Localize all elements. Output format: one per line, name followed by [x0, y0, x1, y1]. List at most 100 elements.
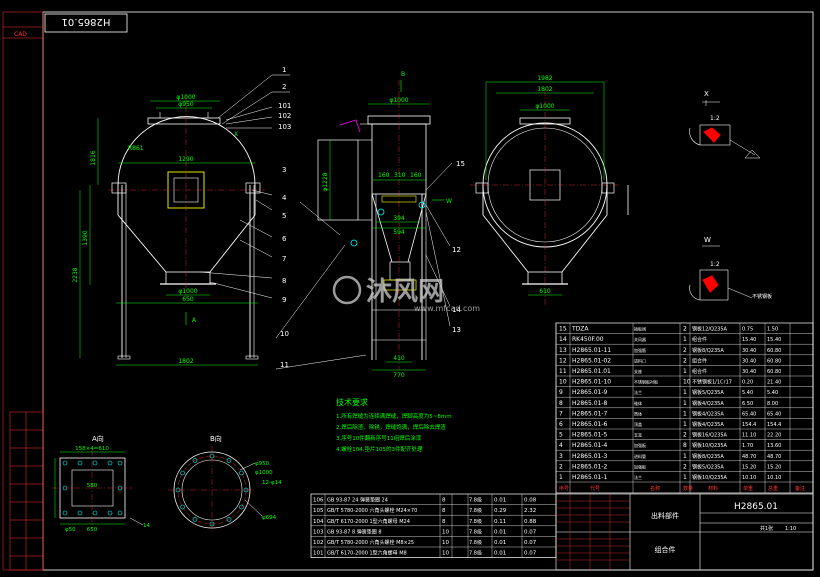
sheet-count: 共1张 — [760, 525, 773, 532]
parts-table-cell: 15.40 — [742, 337, 756, 343]
parts-table-cell: 8 — [683, 442, 687, 449]
bolts-table-cell: 104 — [313, 519, 324, 525]
parts-table-cell: 2 — [683, 347, 687, 354]
assembly-type: 组合件 — [655, 545, 676, 554]
view-arrow-label: W — [446, 198, 452, 205]
bolts-table-cell: 10 — [442, 540, 449, 546]
view-arrow-label: B — [401, 71, 405, 78]
top-flange — [147, 117, 221, 125]
dim-label: 1982 — [537, 75, 552, 82]
dim-label: 1816 — [90, 150, 97, 165]
parts-table-header: 总重 — [768, 485, 778, 492]
title-block-text: 出料部件 H2865.01 组合件 1:10 共1张 — [651, 502, 796, 554]
dim-label: 160 — [378, 172, 390, 179]
dim-label: 1802 — [178, 358, 193, 365]
dim-label: 594 — [393, 229, 405, 236]
dim-label: φ1000 — [389, 97, 408, 104]
part-label: 13 — [452, 326, 461, 334]
parts-table-cell: 加强板 — [634, 442, 646, 448]
dim-label: 650 — [87, 527, 98, 533]
parts-table-cell: 筒体 — [634, 410, 642, 416]
parts-table-header: 备注 — [795, 485, 805, 492]
parts-table-cell: 钢板10/Q235A — [692, 442, 728, 449]
parts-table-cell: 65.40 — [742, 411, 756, 417]
section-label: A向 — [92, 434, 104, 443]
bolts-table-cell: 10 — [442, 529, 449, 535]
parts-table-cell: 4 — [559, 442, 563, 449]
part-label: 8 — [282, 277, 286, 285]
part-label: 1 — [282, 66, 286, 74]
parts-table-cell: 不锈钢板衬板 — [634, 379, 658, 385]
dim-label: φ950 — [178, 101, 194, 108]
parts-table-cell: 2 — [559, 463, 563, 470]
parts-table-cell: 21.40 — [767, 380, 781, 386]
support-lug — [245, 182, 261, 194]
parts-table-cell: 14 — [559, 336, 567, 343]
bolt-hole — [180, 504, 185, 510]
parts-table-cell: 关风器 — [634, 336, 646, 342]
detail-label: W — [704, 236, 711, 244]
bolt-hole — [192, 458, 198, 463]
tech-req-item: 4.螺栓104.垫片105的3件配齐处理 — [336, 445, 423, 453]
tech-req-item: 3.序号10件翻新序号11组焊后涂漆 — [336, 434, 422, 442]
bolts-table-cell: GB/T 6170-2000 1型六角螺母 M24 — [327, 518, 410, 525]
detail-label: X — [704, 90, 709, 98]
bolt-hole — [180, 470, 185, 476]
parts-table-cell: H2865.01-11 — [572, 347, 611, 354]
part-name: 出料部件 — [651, 511, 679, 520]
bolts-table-cell: 106 — [313, 498, 324, 504]
parts-table-cell: 锥体 — [634, 400, 642, 406]
dim-label: 610 — [539, 288, 551, 295]
detail-x: X 1:2 — [689, 90, 761, 159]
part-label: 4 — [282, 194, 287, 202]
parts-table-cell: H2865.01-7 — [572, 410, 607, 417]
bolts-table-cell: 0.08 — [524, 498, 537, 504]
ref-label: 103 — [278, 123, 291, 131]
parts-table-cell: 1.70 — [742, 443, 753, 449]
parts-table-cell: 5 — [559, 432, 563, 439]
parts-table-cell: 钢板12/Q235A — [692, 326, 728, 333]
parts-table-cell: 钢板5/Q235A — [692, 389, 724, 396]
parts-table-cell: 10 — [683, 379, 691, 386]
bolts-table-cell: 0.07 — [524, 551, 537, 557]
parts-table-cell: 1 — [683, 453, 687, 460]
bolts-table-cell: 0.07 — [524, 529, 537, 535]
dim-label: φ1000 — [255, 470, 273, 476]
detail-w: W 1:2 不锈钢板 — [689, 236, 772, 301]
detail-note: 不锈钢板 — [752, 293, 772, 300]
parts-table-cell: 30.40 — [742, 348, 756, 354]
dim-label: 770 — [393, 372, 405, 379]
parts-table-cell: 7 — [559, 410, 563, 417]
title-stamp-box — [44, 13, 128, 33]
right-view: 1982 1802 φ1000 610 X — [234, 75, 629, 305]
parts-table-cell: 1 — [683, 400, 687, 407]
inlet-duct — [317, 139, 359, 221]
parts-table-cell: 5.40 — [742, 390, 753, 396]
dim-label: 410 — [393, 355, 405, 362]
parts-table-header: 代号 — [590, 485, 600, 492]
scale-value: 1:10 — [785, 526, 796, 532]
revision-block — [9, 411, 44, 571]
parts-table-cell: 1.50 — [767, 327, 778, 333]
parts-table-header: 名称 — [650, 485, 660, 492]
parts-table-cell: 15.40 — [767, 337, 781, 343]
bolts-table-cell: 0.01 — [494, 529, 506, 535]
parts-table-cell: 11 — [559, 368, 567, 375]
parts-table-cell: 加强板 — [634, 463, 646, 469]
parts-table-cell: 2 — [683, 463, 687, 470]
part-label: 14 — [452, 306, 461, 314]
dim-label: 14 — [143, 523, 150, 529]
bolts-table-cell: 7.8级 — [469, 539, 482, 546]
bolts-table-cell: 0.01 — [494, 540, 506, 546]
dim-label: φ50 — [65, 527, 76, 533]
bolts-table-cell: GB 93-87 8 弹簧垫圈 8 — [327, 528, 382, 535]
parts-table-cell: 法兰 — [634, 389, 642, 395]
rotary-valve — [383, 279, 417, 291]
bolt-hole — [226, 517, 232, 522]
parts-table-cell: 15 — [559, 326, 567, 333]
parts-table-cell: RK450F.00 — [572, 336, 604, 343]
parts-table-cell: 钢板4/Q235A — [692, 421, 724, 428]
cyclone-dome — [117, 116, 256, 186]
